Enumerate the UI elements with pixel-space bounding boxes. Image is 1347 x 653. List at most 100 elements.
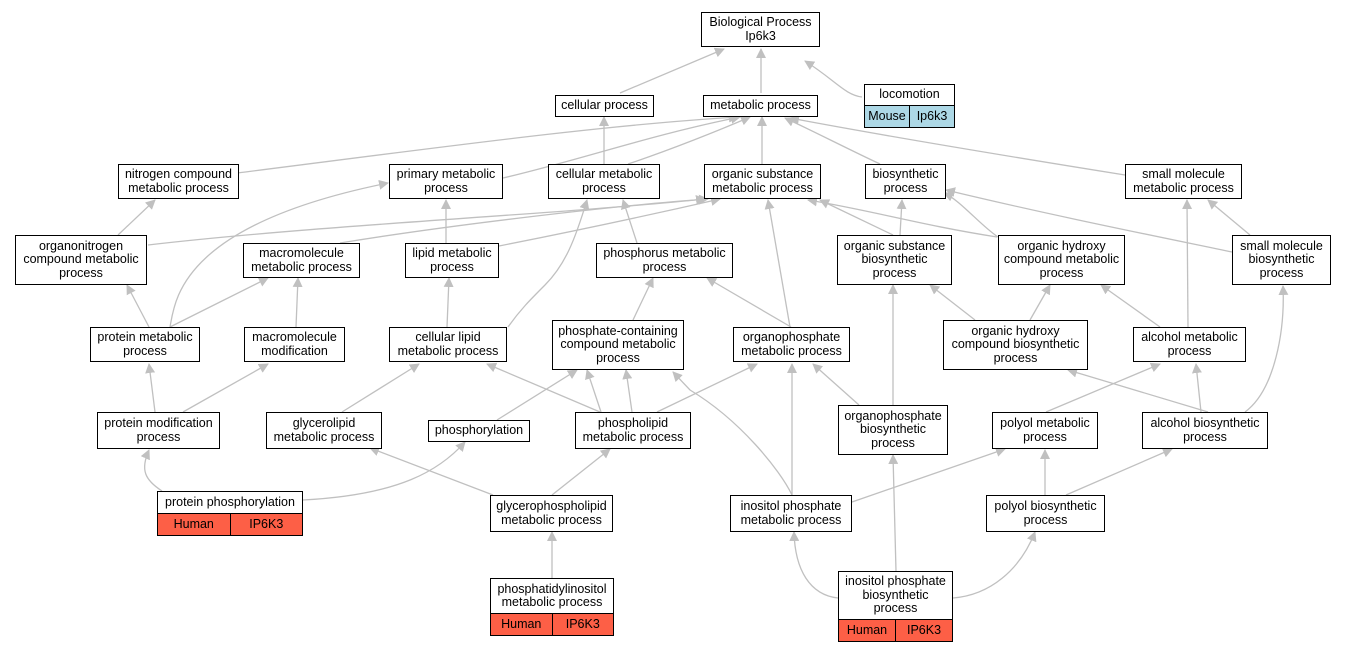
- node-primary-metabolic-process[interactable]: primary metabolic process: [389, 164, 503, 199]
- node-inositol-phosphate-metabolic-process[interactable]: inositol phosphate metabolic process: [730, 495, 852, 532]
- node-glycerophospholipid-metabolic-process[interactable]: glycerophospholipid metabolic process: [490, 495, 613, 532]
- edge-6: [627, 115, 751, 165]
- edge-25: [169, 277, 269, 328]
- species-cell: Mouse: [865, 106, 909, 127]
- node-cellular-lipid-metabolic-process[interactable]: cellular lipid metabolic process: [389, 327, 507, 362]
- edge-36: [1100, 284, 1161, 328]
- edge-4: [236, 112, 739, 174]
- edge-34: [1029, 284, 1051, 321]
- node-glycerolipid-metabolic-process[interactable]: glycerolipid metabolic process: [266, 412, 382, 449]
- edge-38: [145, 363, 156, 413]
- species-cell: Human: [839, 620, 895, 641]
- node-alcohol-biosynthetic-process[interactable]: alcohol biosynthetic process: [1142, 412, 1268, 449]
- edge-62: [952, 531, 1037, 599]
- node-organic-substance-biosynthetic-process[interactable]: organic substance biosynthetic process: [837, 235, 952, 285]
- edge-39: [182, 363, 269, 413]
- node-organic-hydroxy-compound-metabolic-process[interactable]: organic hydroxy compound metabolic proce…: [998, 235, 1125, 285]
- node-lipid-metabolic-process[interactable]: lipid metabolic process: [405, 243, 499, 278]
- edge-40: [341, 363, 420, 413]
- edge-26: [292, 277, 303, 328]
- edge-50: [1191, 363, 1202, 413]
- edge-47: [812, 363, 860, 406]
- node-phosphate-containing-compound-metabolic-process[interactable]: phosphate-containing compound metabolic …: [552, 320, 684, 370]
- edge-23: [1207, 199, 1251, 236]
- node-phosphatidylinositol-metabolic-process[interactable]: phosphatidylinositol metabolic process H…: [490, 578, 614, 636]
- node-phosphorylation[interactable]: phosphorylation: [428, 420, 530, 442]
- node-inositol-phosphate-biosynthetic-process[interactable]: inositol phosphate biosynthetic process …: [838, 571, 953, 642]
- node-protein-metabolic-process[interactable]: protein metabolic process: [90, 327, 200, 362]
- edge-9: [789, 114, 1126, 176]
- node-cellular-process[interactable]: cellular process: [555, 95, 654, 117]
- species-cell: Human: [158, 514, 230, 535]
- edge-53: [302, 441, 466, 501]
- node-small-molecule-metabolic-process[interactable]: small molecule metabolic process: [1125, 164, 1242, 199]
- edge-14: [339, 194, 709, 244]
- edge-15: [498, 196, 721, 247]
- edge-33: [929, 284, 976, 321]
- node-macromolecule-metabolic-process[interactable]: macromolecule metabolic process: [243, 243, 360, 278]
- species-cell: Human: [491, 614, 552, 635]
- edge-43: [622, 369, 633, 413]
- edge-19: [807, 196, 998, 238]
- edge-51: [1067, 367, 1209, 413]
- edge-17: [621, 199, 638, 244]
- node-phosphorus-metabolic-process[interactable]: phosphorus metabolic process: [596, 243, 733, 278]
- edge-44: [656, 363, 758, 413]
- edge-18: [819, 199, 894, 236]
- edge-48: [672, 371, 793, 496]
- gene-cell: IP6K3: [551, 614, 613, 635]
- edge-54: [369, 446, 494, 496]
- edge-21: [943, 192, 999, 238]
- edge-45: [486, 362, 601, 413]
- edge-5: [502, 113, 741, 179]
- edge-29: [632, 277, 654, 321]
- node-biosynthetic-process[interactable]: biosynthetic process: [865, 164, 946, 199]
- edge-13: [169, 179, 389, 328]
- edge-60: [888, 454, 899, 572]
- edge-37: [1244, 285, 1289, 413]
- node-nitrogen-compound-metabolic-process[interactable]: nitrogen compound metabolic process: [118, 164, 239, 199]
- edge-31: [764, 199, 791, 328]
- edge-61: [789, 531, 839, 599]
- node-metabolic-process[interactable]: metabolic process: [703, 95, 818, 117]
- gene-cell: Ip6k3: [909, 106, 954, 127]
- node-polyol-metabolic-process[interactable]: polyol metabolic process: [992, 412, 1098, 449]
- node-macromolecule-modification[interactable]: macromolecule modification: [244, 327, 345, 362]
- node-alcohol-metabolic-process[interactable]: alcohol metabolic process: [1133, 327, 1246, 362]
- node-organic-hydroxy-compound-biosynthetic-process[interactable]: organic hydroxy compound biosynthetic pr…: [943, 320, 1088, 370]
- edge-20: [896, 199, 907, 236]
- edge-58: [1065, 447, 1173, 496]
- node-polyol-biosynthetic-process[interactable]: polyol biosynthetic process: [986, 495, 1105, 532]
- edge-35: [1182, 199, 1193, 328]
- edge-22: [945, 187, 1233, 253]
- edge-11: [117, 199, 156, 236]
- gene-cell: IP6K3: [229, 514, 302, 535]
- edge-27: [443, 277, 454, 328]
- node-organophosphate-metabolic-process[interactable]: organophosphate metabolic process: [733, 327, 850, 362]
- edge-24: [126, 284, 150, 328]
- edge-52: [140, 449, 163, 492]
- node-protein-modification-process[interactable]: protein modification process: [97, 412, 220, 449]
- edge-49: [1045, 362, 1161, 413]
- node-organophosphate-biosynthetic-process[interactable]: organophosphate biosynthetic process: [838, 405, 948, 455]
- node-phospholipid-metabolic-process[interactable]: phospholipid metabolic process: [575, 412, 691, 449]
- edge-28: [507, 199, 590, 328]
- edge-56: [851, 447, 1006, 503]
- edge-0: [619, 47, 725, 94]
- edge-30: [706, 277, 792, 328]
- edge-41: [496, 369, 578, 421]
- node-small-molecule-biosynthetic-process[interactable]: small molecule biosynthetic process: [1232, 235, 1331, 285]
- gene-cell: IP6K3: [895, 620, 952, 641]
- edge-42: [585, 369, 602, 413]
- node-organic-substance-metabolic-process[interactable]: organic substance metabolic process: [704, 164, 821, 199]
- node-biological-process-root[interactable]: Biological Process Ip6k3: [701, 12, 820, 47]
- node-cellular-metabolic-process[interactable]: cellular metabolic process: [548, 164, 660, 199]
- node-organonitrogen-compound-metabolic-process[interactable]: organonitrogen compound metabolic proces…: [15, 235, 147, 285]
